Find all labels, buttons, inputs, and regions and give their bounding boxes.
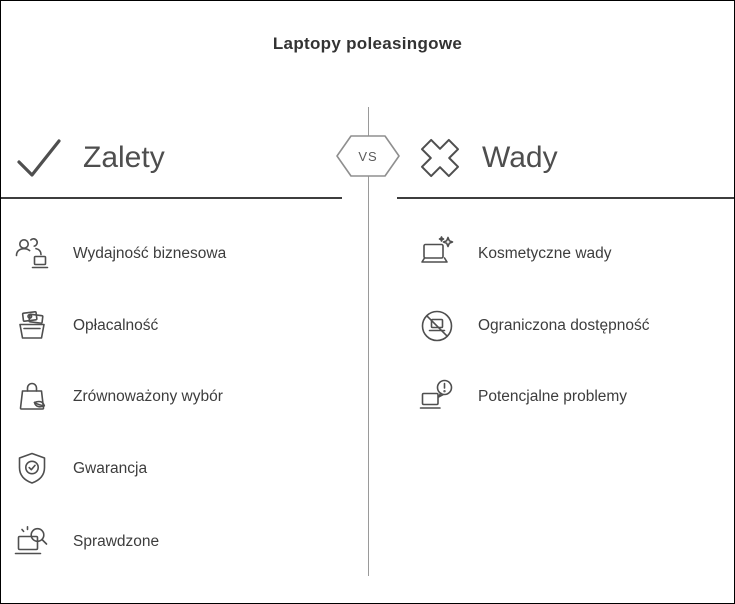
advantage-item: Gwarancja bbox=[13, 449, 147, 489]
money-box-icon bbox=[13, 307, 51, 345]
advantage-label: Zrównoważony wybór bbox=[73, 388, 223, 405]
advantage-item: Wydajność biznesowa bbox=[13, 234, 226, 274]
people-laptop-icon bbox=[13, 235, 51, 273]
disadvantage-label: Kosmetyczne wady bbox=[478, 245, 612, 262]
check-icon bbox=[13, 132, 65, 184]
advantages-header-label: Zalety bbox=[83, 141, 165, 174]
vs-badge-shape bbox=[336, 135, 400, 177]
disadvantage-item: Ograniczona dostępność bbox=[418, 306, 649, 346]
x-icon bbox=[416, 134, 464, 182]
laptop-prohibited-icon bbox=[418, 307, 456, 345]
advantage-item: Sprawdzone bbox=[13, 522, 159, 562]
advantage-label: Opłacalność bbox=[73, 317, 159, 334]
advantage-item: Zrównoważony wybór bbox=[13, 377, 223, 417]
shield-check-icon bbox=[13, 450, 51, 488]
advantage-label: Gwarancja bbox=[73, 460, 148, 477]
disadvantage-item: Kosmetyczne wady bbox=[418, 234, 612, 274]
advantage-label: Sprawdzone bbox=[73, 533, 160, 550]
advantages-header: Zalety bbox=[13, 132, 165, 184]
laptop-alert-icon bbox=[418, 378, 456, 416]
laptop-magnifier-icon bbox=[13, 523, 51, 561]
center-divider bbox=[368, 107, 369, 576]
disadvantage-label: Potencjalne problemy bbox=[478, 388, 628, 405]
disadvantages-header: Wady bbox=[416, 132, 558, 184]
disadvantages-header-label: Wady bbox=[482, 141, 558, 174]
page-title: Laptopy poleasingowe bbox=[272, 34, 463, 53]
laptop-sparkle-icon bbox=[418, 235, 456, 273]
disadvantage-label: Ograniczona dostępność bbox=[478, 317, 650, 334]
vs-label: VS bbox=[358, 148, 378, 164]
disadvantages-rule bbox=[397, 197, 734, 199]
disadvantage-item: Potencjalne problemy bbox=[418, 377, 627, 417]
advantage-item: Opłacalność bbox=[13, 306, 158, 346]
eco-bag-icon bbox=[13, 378, 51, 416]
advantages-rule bbox=[1, 197, 342, 199]
advantage-label: Wydajność biznesowa bbox=[73, 245, 227, 262]
vs-badge: VS bbox=[335, 132, 401, 180]
